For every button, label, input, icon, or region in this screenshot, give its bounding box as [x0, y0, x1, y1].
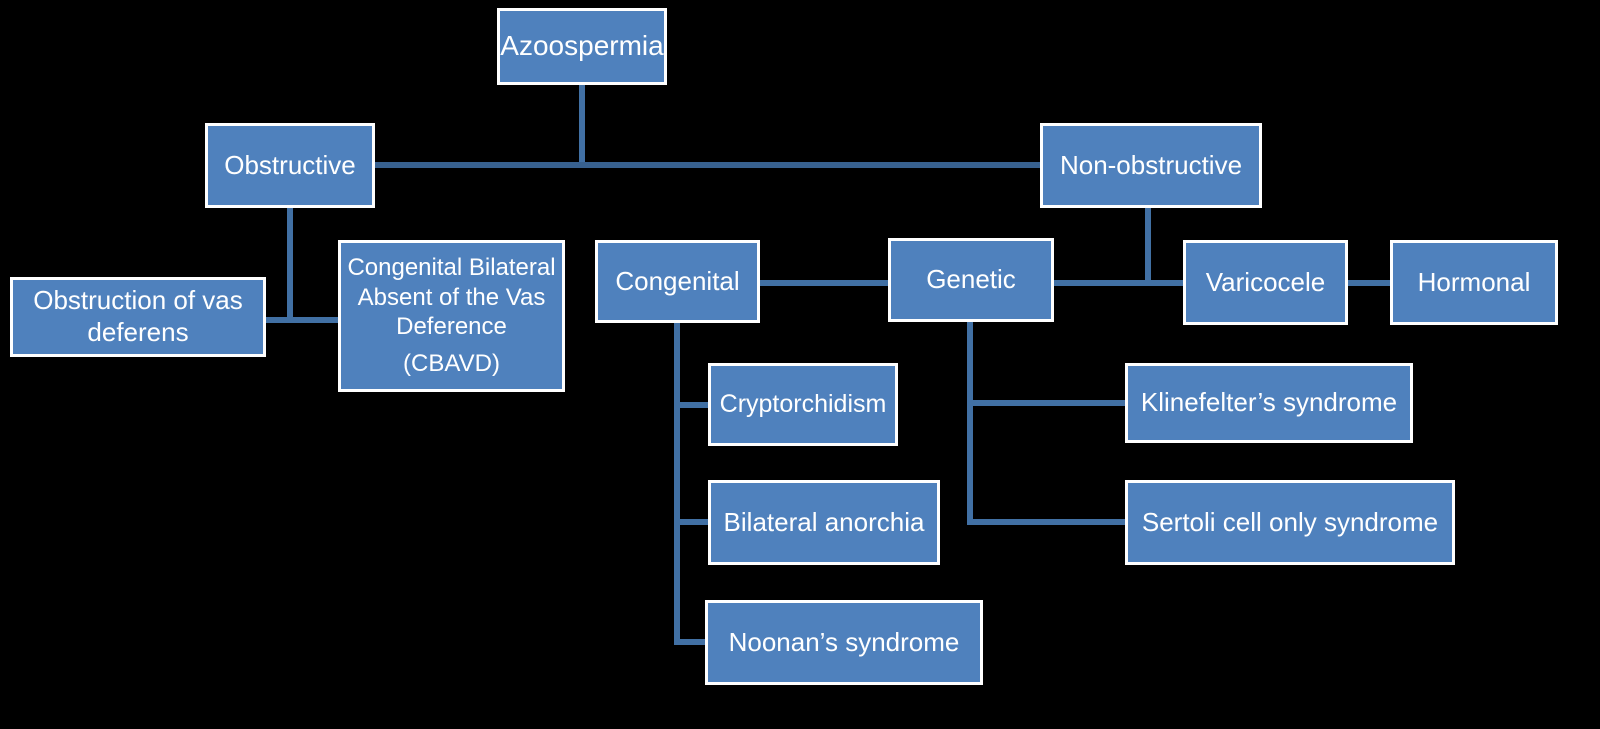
node-label: Congenital	[615, 265, 740, 296]
node-label: Obstructive	[224, 149, 356, 180]
node-label: Bilateral anorchia	[723, 506, 925, 537]
node-noonans-syndrome: Noonan’s syndrome	[705, 600, 983, 685]
connector-to-klinefelters	[970, 400, 1125, 406]
node-label: Cryptorchidism	[719, 390, 887, 419]
node-congenital: Congenital	[595, 240, 760, 323]
node-label: Hormonal	[1417, 266, 1531, 297]
node-bilateral-anorchia: Bilateral anorchia	[708, 480, 940, 565]
node-label: Klinefelter’s syndrome	[1140, 387, 1398, 418]
connector-azoospermia-stem	[579, 85, 585, 168]
connector-congenital-genetic	[760, 280, 888, 286]
connector-varicocele-hormonal	[1348, 280, 1390, 286]
node-varicocele: Varicocele	[1183, 240, 1348, 325]
connector-obstructive-stem	[287, 208, 293, 322]
connector-to-noonans-syndrome	[677, 639, 705, 645]
connector-nonobstructive-stem	[1145, 208, 1151, 286]
node-hormonal: Hormonal	[1390, 240, 1558, 325]
connector-genetic-children-stem	[967, 322, 973, 525]
node-obstructive: Obstructive	[205, 123, 375, 208]
node-genetic: Genetic	[888, 238, 1054, 322]
connector-to-bilateral-anorchia	[677, 519, 708, 525]
node-obstruction-of-vas-deferens: Obstruction of vas deferens	[10, 277, 266, 357]
connector-obstructive-children	[266, 317, 338, 323]
node-azoospermia: Azoospermia	[497, 8, 667, 85]
node-label: Sertoli cell only syndrome	[1141, 506, 1439, 537]
node-label: Congenital Bilateral Absent of the Vas D…	[347, 254, 556, 340]
node-label: Noonan’s syndrome	[728, 626, 960, 657]
node-label: Genetic	[926, 264, 1016, 295]
node-label: Non-obstructive	[1059, 149, 1243, 180]
node-cryptorchidism: Cryptorchidism	[708, 363, 898, 446]
connector-to-cryptorchidism	[677, 402, 708, 408]
node-label: Obstruction of vas deferens	[33, 285, 243, 347]
connector-to-sertoli	[970, 519, 1125, 525]
node-sub-label: (CBAVD)	[403, 350, 500, 378]
connector-congenital-stem	[674, 323, 680, 645]
node-label: Varicocele	[1205, 266, 1326, 297]
connector-genetic-varicocele	[1054, 280, 1183, 286]
connector-obstructive-nonobstructive	[375, 162, 1040, 168]
node-label: Azoospermia	[500, 30, 664, 62]
node-non-obstructive: Non-obstructive	[1040, 123, 1262, 208]
node-klinefelters-syndrome: Klinefelter’s syndrome	[1125, 363, 1413, 443]
node-sertoli-cell-only-syndrome: Sertoli cell only syndrome	[1125, 480, 1455, 565]
node-cbavd: Congenital Bilateral Absent of the Vas D…	[338, 240, 565, 392]
